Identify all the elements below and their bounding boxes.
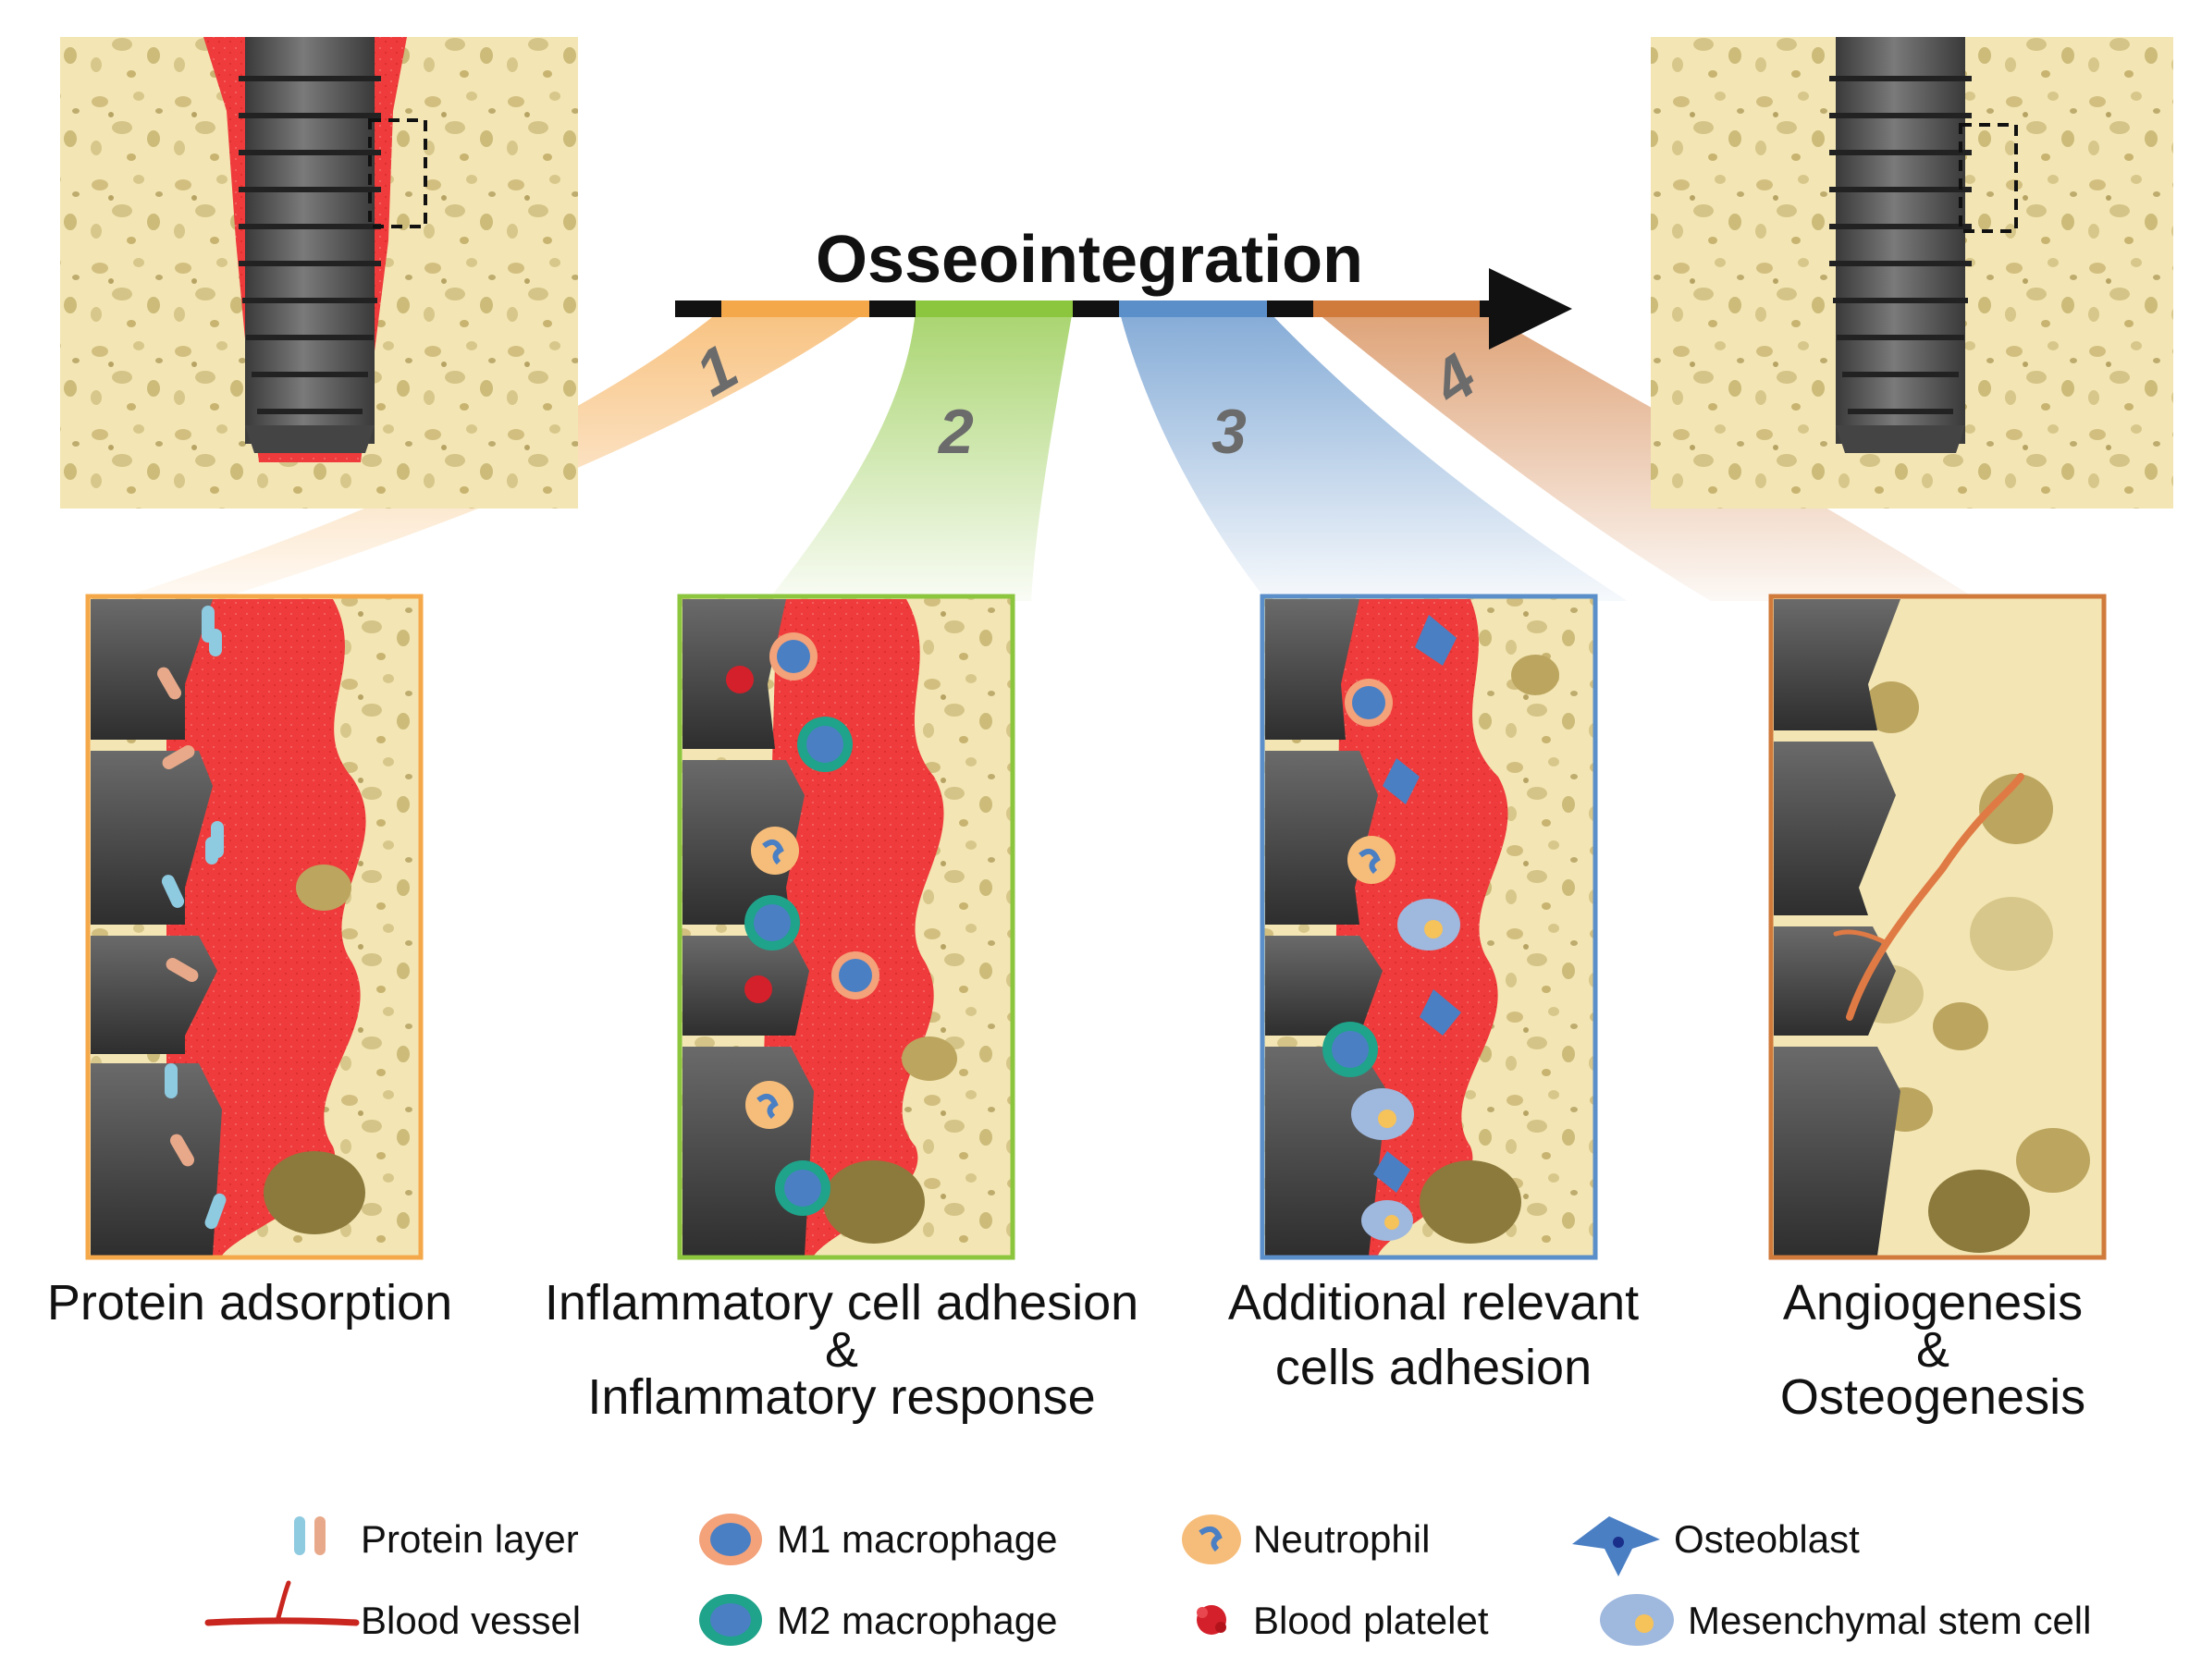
caption-line: Osteogenesis bbox=[1779, 1369, 2086, 1425]
caption-inflammatory: Inflammatory cell adhesion & Inflammator… bbox=[499, 1276, 1184, 1424]
caption-line: & bbox=[1915, 1322, 1950, 1378]
protein-layer-icon bbox=[294, 1516, 326, 1555]
timeline-arrowhead bbox=[1489, 268, 1572, 349]
neutrophil-icon bbox=[1182, 1514, 1241, 1564]
caption-line: Inflammatory cell adhesion bbox=[544, 1275, 1139, 1331]
legend-label-osteoblast: Osteoblast bbox=[1674, 1517, 1860, 1561]
panel-additional-cells bbox=[1260, 594, 1598, 1260]
caption-additional-cells: Additional relevant cells adhesion bbox=[1184, 1276, 1683, 1394]
caption-angiogenesis-osteogenesis: Angiogenesis & Osteogenesis bbox=[1702, 1276, 2164, 1424]
implant-in-bone-integrated bbox=[1651, 37, 2173, 509]
osteoblast-icon bbox=[1572, 1516, 1660, 1576]
caption-line: Inflammatory response bbox=[587, 1369, 1096, 1425]
legend-label-protein-layer: Protein layer bbox=[361, 1517, 579, 1561]
caption-line: Protein adsorption bbox=[46, 1275, 453, 1331]
caption-line: Additional relevant bbox=[1227, 1275, 1640, 1331]
legend-label-m2-macrophage: M2 macrophage bbox=[777, 1599, 1058, 1642]
legend-label-blood-platelet: Blood platelet bbox=[1253, 1599, 1489, 1642]
caption-line: cells adhesion bbox=[1274, 1340, 1593, 1395]
caption-protein-adsorption: Protein adsorption bbox=[18, 1276, 481, 1330]
stage-2-number: 2 bbox=[937, 397, 974, 467]
stage-3-number: 3 bbox=[1211, 397, 1247, 467]
m1-macrophage-icon bbox=[699, 1514, 762, 1565]
legend bbox=[204, 1514, 1674, 1646]
panel-inflammatory bbox=[677, 594, 1015, 1260]
blood-vessel bbox=[1846, 773, 2024, 1021]
caption-line: Angiogenesis bbox=[1782, 1275, 2084, 1331]
blood-platelet-icon bbox=[1197, 1605, 1226, 1635]
osseointegration-timeline bbox=[675, 268, 1572, 349]
legend-label-mesenchymal-stem-cell: Mesenchymal stem cell bbox=[1688, 1599, 2092, 1642]
panel-angiogenesis-osteogenesis bbox=[1768, 594, 2107, 1260]
blood-vessel-icon bbox=[204, 1580, 360, 1626]
stage-4-beam bbox=[1313, 310, 1979, 601]
m2-macrophage-icon bbox=[699, 1594, 762, 1646]
legend-label-neutrophil: Neutrophil bbox=[1253, 1517, 1431, 1561]
legend-label-m1-macrophage: M1 macrophage bbox=[777, 1517, 1058, 1561]
implant-in-bone-initial bbox=[60, 37, 578, 509]
caption-line: & bbox=[824, 1322, 859, 1378]
stage-3-beam bbox=[1119, 310, 1628, 601]
panel-protein-adsorption bbox=[85, 594, 424, 1260]
mesenchymal-stem-cell-icon bbox=[1600, 1594, 1674, 1646]
stage-2-beam bbox=[768, 310, 1073, 601]
legend-label-blood-vessel: Blood vessel bbox=[361, 1599, 582, 1642]
diagram-title: Osseointegration bbox=[816, 223, 1363, 297]
